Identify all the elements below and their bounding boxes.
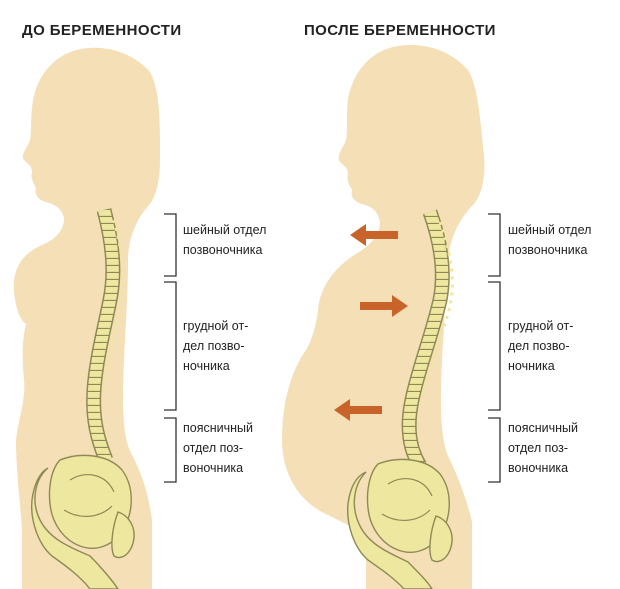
label-cervical-after: шейный отдел позвоночника — [508, 223, 592, 257]
spine-after — [401, 209, 454, 470]
body-silhouette-after — [282, 45, 485, 589]
label-lumbar-before: поясничный отдел поз- воночника — [183, 421, 254, 475]
bracket-lumbar-before — [164, 417, 177, 483]
bracket-thoracic-after — [488, 281, 501, 411]
brackets-after — [488, 213, 501, 483]
bracket-thoracic-before — [164, 281, 177, 411]
bracket-cervical-before — [164, 213, 177, 277]
brackets-before — [164, 213, 177, 483]
bracket-cervical-after — [488, 213, 501, 277]
body-silhouette-before — [13, 47, 160, 589]
arrow-right-middle — [360, 295, 408, 317]
title-before-pregnancy: ДО БЕРЕМЕННОСТИ — [22, 22, 182, 39]
label-cervical-before: шейный отдел позвоночника — [183, 223, 267, 257]
bracket-lumbar-after — [488, 417, 501, 483]
arrows — [334, 224, 408, 421]
arrow-left-lower — [334, 399, 382, 421]
label-thoracic-after: грудной от- дел позво- ночника — [508, 319, 574, 373]
spine-before — [86, 208, 125, 463]
label-thoracic-before: грудной от- дел позво- ночника — [183, 319, 249, 373]
label-lumbar-after: поясничный отдел поз- воночника — [508, 421, 579, 475]
pelvis-before — [31, 454, 135, 589]
title-after-pregnancy: ПОСЛЕ БЕРЕМЕННОСТИ — [304, 22, 496, 39]
pelvis-after — [347, 458, 453, 589]
arrow-left-upper — [350, 224, 398, 246]
